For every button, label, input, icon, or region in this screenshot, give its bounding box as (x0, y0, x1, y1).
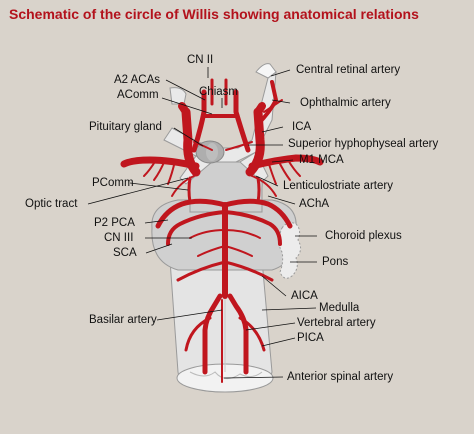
label-medulla: Medulla (319, 302, 360, 314)
label-ica: ICA (292, 121, 312, 133)
arteries (120, 78, 324, 383)
label-optic-tract: Optic tract (25, 198, 78, 210)
label-aica: AICA (291, 290, 318, 302)
label-cn3: CN III (104, 232, 134, 244)
label-acha: AChA (299, 198, 330, 210)
label-superior-hypophyseal-artery: Superior hyphophyseal artery (288, 138, 439, 150)
label-choroid-plexus: Choroid plexus (325, 230, 402, 242)
label-ophthalmic-artery: Ophthalmic artery (300, 97, 391, 109)
label-pituitary-gland: Pituitary gland (89, 121, 162, 133)
label-chiasm: Chiasm (199, 86, 238, 98)
label-cn2: CN II (187, 54, 214, 66)
leader-lines (87, 67, 317, 379)
label-central-retinal-artery: Central retinal artery (296, 64, 401, 76)
label-acomm: AComm (117, 89, 159, 101)
label-pica: PICA (297, 332, 324, 344)
label-lenticulostriate-artery: Lenticulostriate artery (283, 180, 393, 192)
label-p2-pca: P2 PCA (94, 217, 135, 229)
label-basilar-artery: Basilar artery (89, 314, 157, 326)
choroid-plexus-shape (278, 222, 302, 279)
label-pcomm: PComm (92, 177, 134, 189)
label-pons: Pons (322, 256, 349, 268)
label-vertebral-artery: Vertebral artery (297, 317, 376, 329)
figure-title: Schematic of the circle of Willis showin… (9, 6, 419, 22)
label-a2-acas: A2 ACAs (114, 74, 161, 86)
label-sca: SCA (113, 247, 137, 259)
label-m1-mca: M1 MCA (299, 154, 344, 166)
label-anterior-spinal-artery: Anterior spinal artery (287, 371, 394, 383)
